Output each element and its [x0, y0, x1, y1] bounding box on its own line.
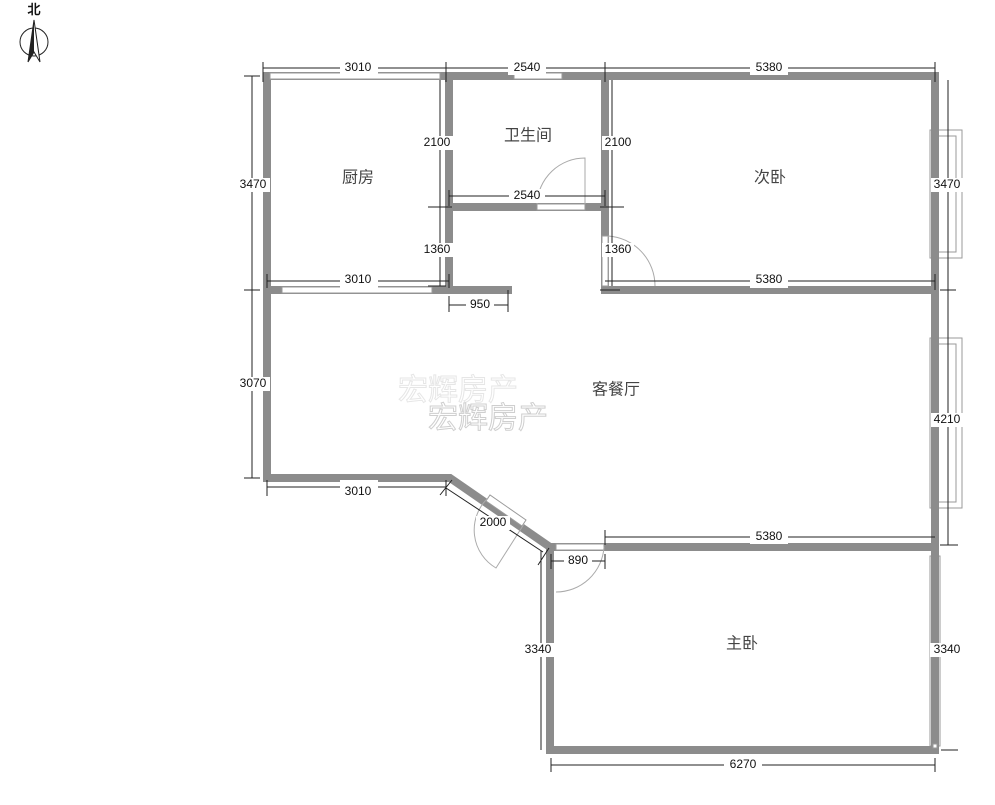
dim-label: 2540	[514, 60, 541, 74]
room-second-bedroom: 次卧	[754, 168, 786, 187]
dim-label: 5380	[756, 60, 783, 74]
dim-label: 3010	[345, 272, 372, 286]
dim-label: 950	[470, 297, 490, 311]
dim-label: 1360	[424, 242, 451, 256]
dimension-labels: 3010 2540 5380 3470 3070 2100 2100 2540 …	[236, 60, 965, 772]
room-master-bedroom: 主卧	[726, 634, 758, 653]
dim-label: 2540	[514, 188, 541, 202]
door-swings	[473, 157, 656, 593]
dim-label: 1360	[605, 242, 632, 256]
dim-label: 890	[568, 553, 588, 567]
dim-label: 2100	[605, 135, 632, 149]
north-label: 北	[27, 3, 40, 18]
watermark-shadow: 宏辉房产	[398, 373, 518, 408]
room-kitchen: 厨房	[342, 168, 374, 187]
door-bath	[536, 203, 586, 211]
dim-label: 6270	[730, 757, 757, 771]
dim-label: 3070	[240, 376, 267, 390]
dim-label: 5380	[756, 529, 783, 543]
dim-label: 3010	[345, 484, 372, 498]
room-bathroom: 卫生间	[504, 126, 552, 145]
dim-label: 5380	[756, 272, 783, 286]
dim-label: 3470	[240, 177, 267, 191]
wall-openings	[269, 72, 938, 749]
dim-label: 2100	[424, 135, 451, 149]
dim-label: 3340	[525, 642, 552, 656]
room-living-dining: 客餐厅	[592, 380, 640, 399]
dim-label: 3470	[934, 177, 961, 191]
door-master	[555, 543, 605, 551]
dim-label: 4210	[934, 412, 961, 426]
dim-label: 3010	[345, 60, 372, 74]
dim-label: 2000	[480, 515, 507, 529]
watermark: 宏辉房产	[428, 401, 548, 436]
dim-label: 3340	[934, 642, 961, 656]
north-compass-icon: 北	[19, 3, 49, 63]
